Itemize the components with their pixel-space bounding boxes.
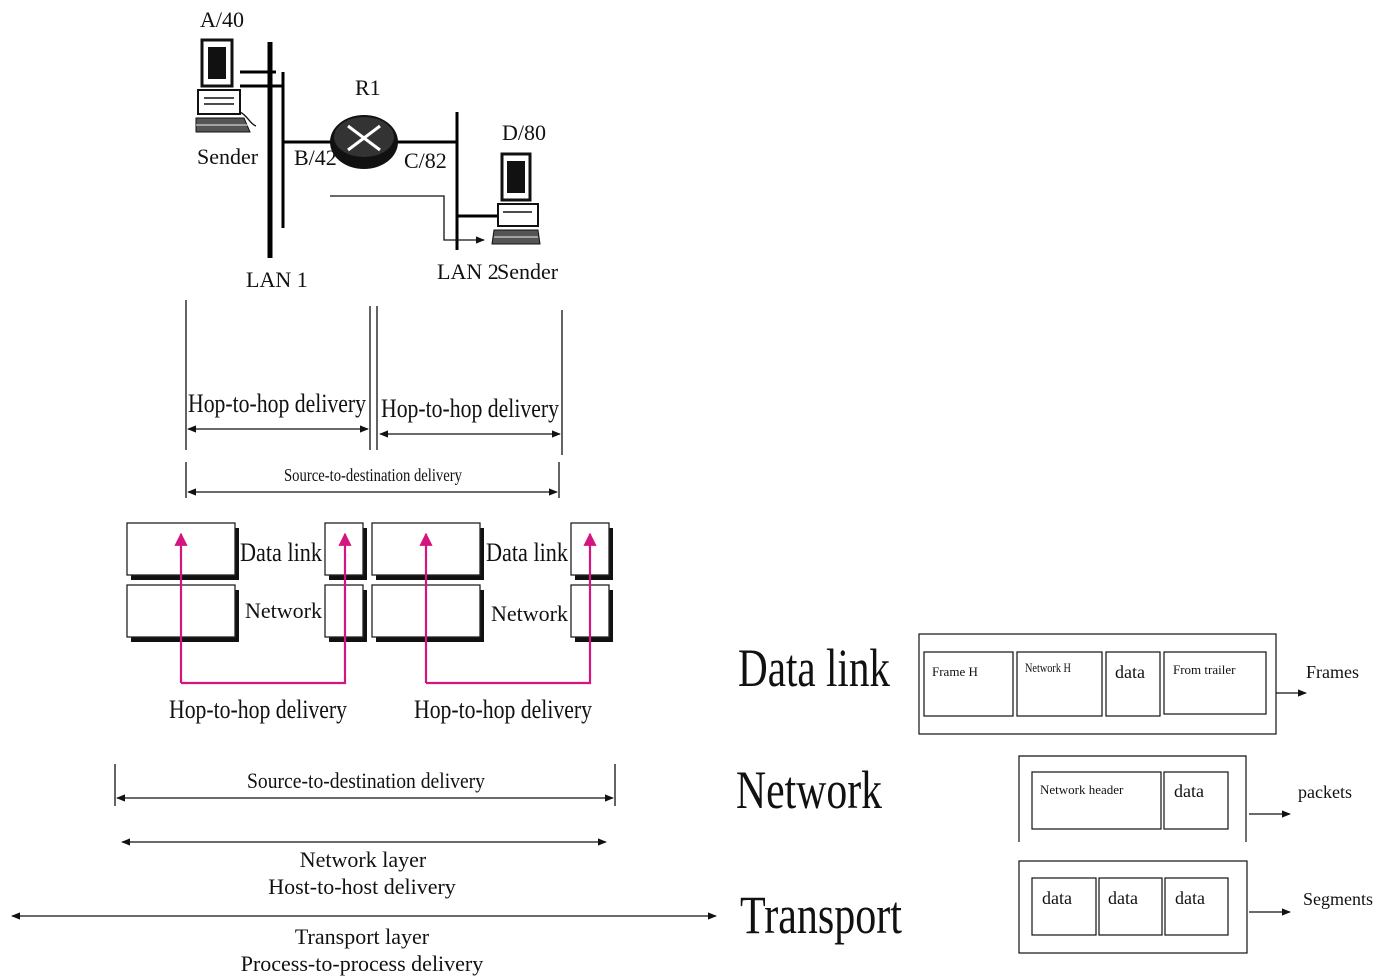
lower-delivery: Source-to-destination delivery Network l… (12, 764, 716, 976)
layer-stack: Data link Data link Network Network Hop-… (127, 523, 613, 724)
segments-label: Segments (1303, 889, 1373, 909)
source-dest-lower-label: Source-to-destination delivery (247, 768, 485, 793)
lan2-label: LAN 2 (437, 259, 499, 284)
network-label-1: Network (245, 598, 322, 623)
topology: A/40 Sender LAN 1 R1 B/42 C/82 LAN 2 (196, 7, 559, 292)
hop2-lower-label: Hop-to-hop delivery (414, 695, 592, 724)
host-to-host-label: Host-to-host delivery (268, 874, 456, 899)
upper-delivery: Hop-to-hop delivery Hop-to-hop delivery … (186, 300, 562, 498)
datalink-label-1: Data link (240, 538, 322, 567)
router-icon (330, 115, 398, 169)
port-left-label: B/42 (294, 145, 337, 170)
frame-data-text: data (1115, 662, 1145, 682)
host-a-label: A/40 (200, 7, 244, 32)
segment-data-2: data (1108, 888, 1138, 908)
datalink-big-label: Data link (738, 638, 890, 698)
computer-icon-host-d (492, 154, 540, 244)
network-big-label: Network (736, 760, 882, 820)
port-right-label: C/82 (404, 148, 447, 173)
hop1-upper-label: Hop-to-hop delivery (188, 389, 366, 418)
source-dest-upper-label: Source-to-destination delivery (284, 465, 462, 485)
frame-network-h-text: Network H (1025, 660, 1071, 675)
network-header-text: Network header (1040, 782, 1124, 797)
packets-label: packets (1298, 782, 1352, 802)
sender-right-label: Sender (497, 259, 559, 284)
frame-h-text: Frame H (932, 664, 978, 679)
frames-label: Frames (1306, 662, 1359, 682)
path-arrow (330, 196, 484, 240)
lan1-label: LAN 1 (246, 267, 308, 292)
network-label-2: Network (491, 601, 568, 626)
datalink-label-2: Data link (486, 538, 568, 567)
network-layer-label: Network layer (300, 847, 427, 872)
frame-outline (919, 634, 1276, 734)
router-label: R1 (355, 75, 381, 100)
transport-layer-label: Transport layer (295, 924, 430, 949)
packet-data-text: data (1174, 781, 1204, 801)
transport-big-label: Transport (740, 885, 902, 945)
segment-data-1: data (1042, 888, 1072, 908)
frame-trailer-text: From trailer (1173, 662, 1236, 677)
frame-header-cell (924, 652, 1013, 716)
host-d-label: D/80 (502, 120, 546, 145)
packet-header-cell (1032, 772, 1161, 829)
segment-data-3: data (1175, 888, 1205, 908)
process-to-process-label: Process-to-process delivery (241, 951, 484, 976)
sender-left-label: Sender (197, 144, 259, 169)
hop2-upper-label: Hop-to-hop delivery (381, 394, 559, 423)
encapsulation: Data link Network Transport Frame H Netw… (736, 634, 1373, 953)
hop1-lower-label: Hop-to-hop delivery (169, 695, 347, 724)
